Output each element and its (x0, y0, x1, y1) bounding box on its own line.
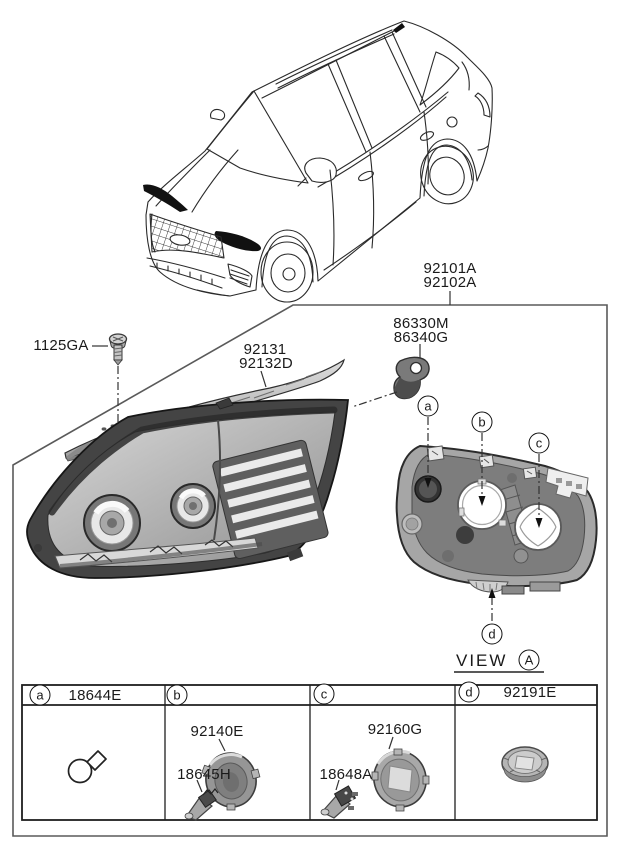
part-label-trim-1[interactable]: 92131 (243, 341, 287, 358)
table-part-92191E[interactable]: 92191E (503, 684, 557, 701)
callout-lines (427, 417, 540, 624)
table-part-92140E[interactable]: 92140E (190, 723, 244, 740)
cap-92191E-icon (501, 746, 549, 783)
table-ref-c-circle[interactable]: c (313, 683, 335, 705)
callout-arrowheads (424, 478, 543, 598)
table-part-92160G[interactable]: 92160G (367, 721, 423, 738)
view-ref-circle: A (518, 649, 540, 671)
callout-c[interactable]: c (528, 432, 550, 454)
cap-92140E-icon (201, 738, 261, 811)
callout-a[interactable]: a (417, 395, 439, 417)
table-part-18644E[interactable]: 18644E (68, 687, 122, 704)
table-ref-b-circle[interactable]: b (166, 684, 188, 706)
cap-92160G-icon (371, 736, 430, 812)
part-label-assembly-1[interactable]: 92101A (423, 260, 477, 277)
table-part-18645H[interactable]: 18645H (177, 766, 231, 783)
bulb-18644E-icon (67, 750, 107, 784)
table-ref-d-circle[interactable]: d (458, 681, 480, 703)
part-label-bracket-2[interactable]: 86340G (393, 329, 449, 346)
table-ref-a-circle[interactable]: a (29, 684, 51, 706)
vehicle-illustration (143, 20, 493, 303)
part-label-assembly-2[interactable]: 92102A (423, 274, 477, 291)
part-label-bolt[interactable]: 1125GA (33, 337, 89, 354)
view-label: VIEW (456, 651, 508, 670)
callout-b[interactable]: b (471, 411, 493, 433)
headlamp-rear-drawing (395, 444, 598, 595)
reference-table-grid (21, 684, 598, 821)
section-frame (12, 291, 608, 837)
bolt-icon (92, 333, 128, 422)
bracket-drawing (351, 344, 430, 408)
bulb-18648A-icon (320, 779, 358, 819)
part-label-trim-2[interactable]: 92132D (239, 355, 293, 372)
callout-d[interactable]: d (481, 623, 503, 645)
part-label-bracket-1[interactable]: 86330M (393, 315, 449, 332)
table-part-18648A[interactable]: 18648A (319, 766, 373, 783)
bulb-18645H-icon (184, 779, 219, 821)
headlamp-front-drawing (26, 397, 349, 579)
